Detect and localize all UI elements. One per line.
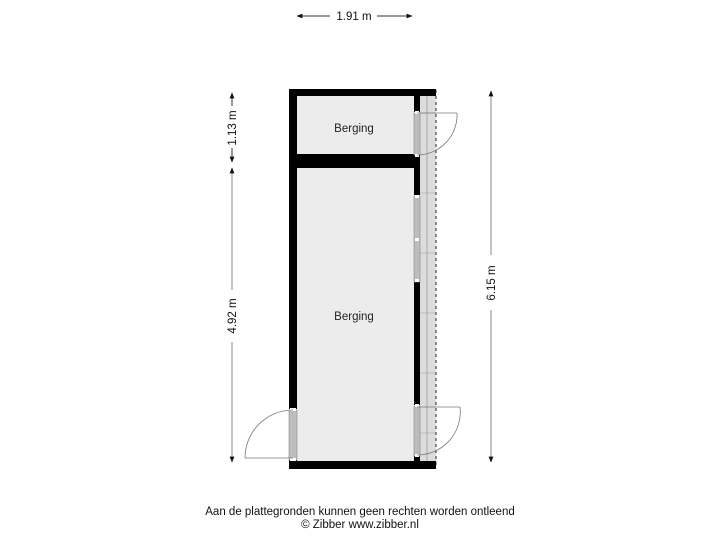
- dimension-lower-room-label: 4.92 m: [227, 298, 239, 333]
- room-berging-lower: [297, 168, 414, 461]
- door-lower-right: [413, 404, 461, 457]
- room-label-lower: Berging: [334, 311, 374, 323]
- door-lower-left: [244, 408, 298, 461]
- door-upper-right: [413, 111, 458, 157]
- dimension-total-height-label: 6.15 m: [486, 265, 498, 300]
- dimension-width-label: 1.91 m: [336, 11, 371, 23]
- eave-strip: [419, 90, 437, 467]
- footer-copyright: © Zibber www.zibber.nl: [301, 519, 419, 531]
- room-label-upper: Berging: [334, 123, 374, 135]
- walls: [289, 89, 436, 469]
- dimension-width: 1.91 m: [296, 11, 413, 23]
- dimension-upper-room: 1.13 m: [227, 92, 239, 163]
- footer-disclaimer: Aan de plattegronden kunnen geen rechten…: [205, 506, 515, 518]
- dimension-lower-room: 4.92 m: [227, 167, 239, 463]
- dimension-upper-room-label: 1.13 m: [227, 110, 239, 145]
- dimension-total-height: 6.15 m: [486, 90, 498, 463]
- room-berging-upper: [297, 96, 414, 154]
- window-right: [413, 195, 421, 283]
